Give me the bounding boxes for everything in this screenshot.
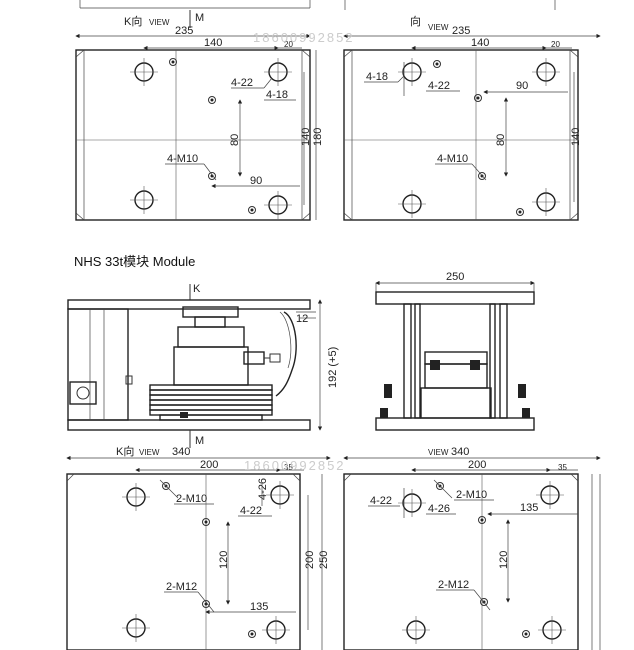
module-title: NHS 33t模块 Module — [74, 254, 195, 269]
k-view-label: K向 — [116, 444, 134, 458]
note-holes-a: 4-26 — [428, 503, 450, 515]
dim-vertical-outer: 180 — [312, 128, 324, 146]
watermark: 18600992852 — [253, 30, 355, 45]
bottom-left-plate-view: K向 VIEW 340 200 35 2-M10 4-26 4-22 120 — [66, 444, 331, 650]
note-tapped: 4-M10 — [167, 153, 198, 165]
dim-hole-span: 140 — [471, 37, 489, 49]
dim-horizontal-inner: 135 — [250, 601, 268, 613]
dim-edge: 12 — [296, 313, 308, 325]
dim-horizontal-inner: 90 — [250, 175, 262, 187]
note-holes-b: 4-22 — [240, 505, 262, 517]
dim-vertical-inner: 80 — [495, 134, 507, 146]
note-tapped-a: 2-M10 — [176, 493, 207, 505]
dim-vertical-inner: 80 — [229, 134, 241, 146]
note-holes-small: 4-18 — [366, 71, 388, 83]
front-elevation-view: K 12 192 (+5) M — [67, 283, 339, 448]
dim-hole-span: 200 — [200, 459, 218, 471]
top-right-plate-view: 向 VIEW 235 140 20 4-18 4-22 — [343, 0, 601, 221]
dim-hole-span: 200 — [468, 459, 486, 471]
note-holes-small: 4-18 — [266, 89, 288, 101]
k-view-right-label: 向 — [410, 14, 421, 28]
dim-vertical-inner: 120 — [218, 551, 230, 569]
k-view-right-sub: VIEW — [428, 23, 449, 32]
dim-edge: 35 — [558, 463, 567, 472]
dim-vertical-mid: 140 — [300, 128, 312, 146]
dim-edge: 35 — [284, 463, 293, 472]
m-marker-bottom: M — [195, 435, 204, 447]
dim-hole-span: 140 — [204, 37, 222, 49]
note-holes-b: 4-22 — [370, 495, 392, 507]
dim-vertical-inner: 120 — [498, 551, 510, 569]
dim-width: 235 — [452, 25, 470, 37]
dim-vertical-outer: 250 — [318, 551, 330, 569]
dim-horizontal-inner: 135 — [520, 502, 538, 514]
top-left-plate-view: K向 VIEW M 235 140 20 4-22 4-18 — [75, 0, 324, 221]
dim-vertical-mid: 200 — [304, 551, 316, 569]
k-view-sub: VIEW — [139, 448, 160, 457]
note-holes-large: 4-22 — [231, 77, 253, 89]
note-tapped-b: 2-M12 — [438, 579, 469, 591]
dim-edge: 20 — [551, 40, 560, 49]
note-holes-a: 4-26 — [257, 478, 269, 500]
k-view-sub: VIEW — [149, 18, 170, 27]
dim-edge: 20 — [284, 40, 293, 49]
dim-height: 192 (+5) — [327, 347, 339, 388]
dim-width: 340 — [451, 446, 469, 458]
bottom-right-plate-view: VIEW 340 200 35 4-22 2-M10 4-26 135 — [343, 446, 601, 650]
dim-width: 235 — [175, 25, 193, 37]
m-marker: M — [195, 12, 204, 24]
k-view-label: K向 — [124, 14, 142, 28]
watermark: 18600992852 — [244, 458, 346, 473]
side-elevation-view: 250 — [375, 271, 535, 431]
dim-vertical-mid: 140 — [570, 128, 582, 146]
k-view-right-sub: VIEW — [428, 448, 449, 457]
note-tapped: 4-M10 — [437, 153, 468, 165]
dim-horizontal-inner: 90 — [516, 80, 528, 92]
dim-width: 340 — [172, 446, 190, 458]
note-tapped-a: 2-M10 — [456, 489, 487, 501]
k-marker: K — [193, 283, 201, 295]
note-tapped-b: 2-M12 — [166, 581, 197, 593]
note-holes-large: 4-22 — [428, 80, 450, 92]
dim-side-width: 250 — [446, 271, 464, 283]
